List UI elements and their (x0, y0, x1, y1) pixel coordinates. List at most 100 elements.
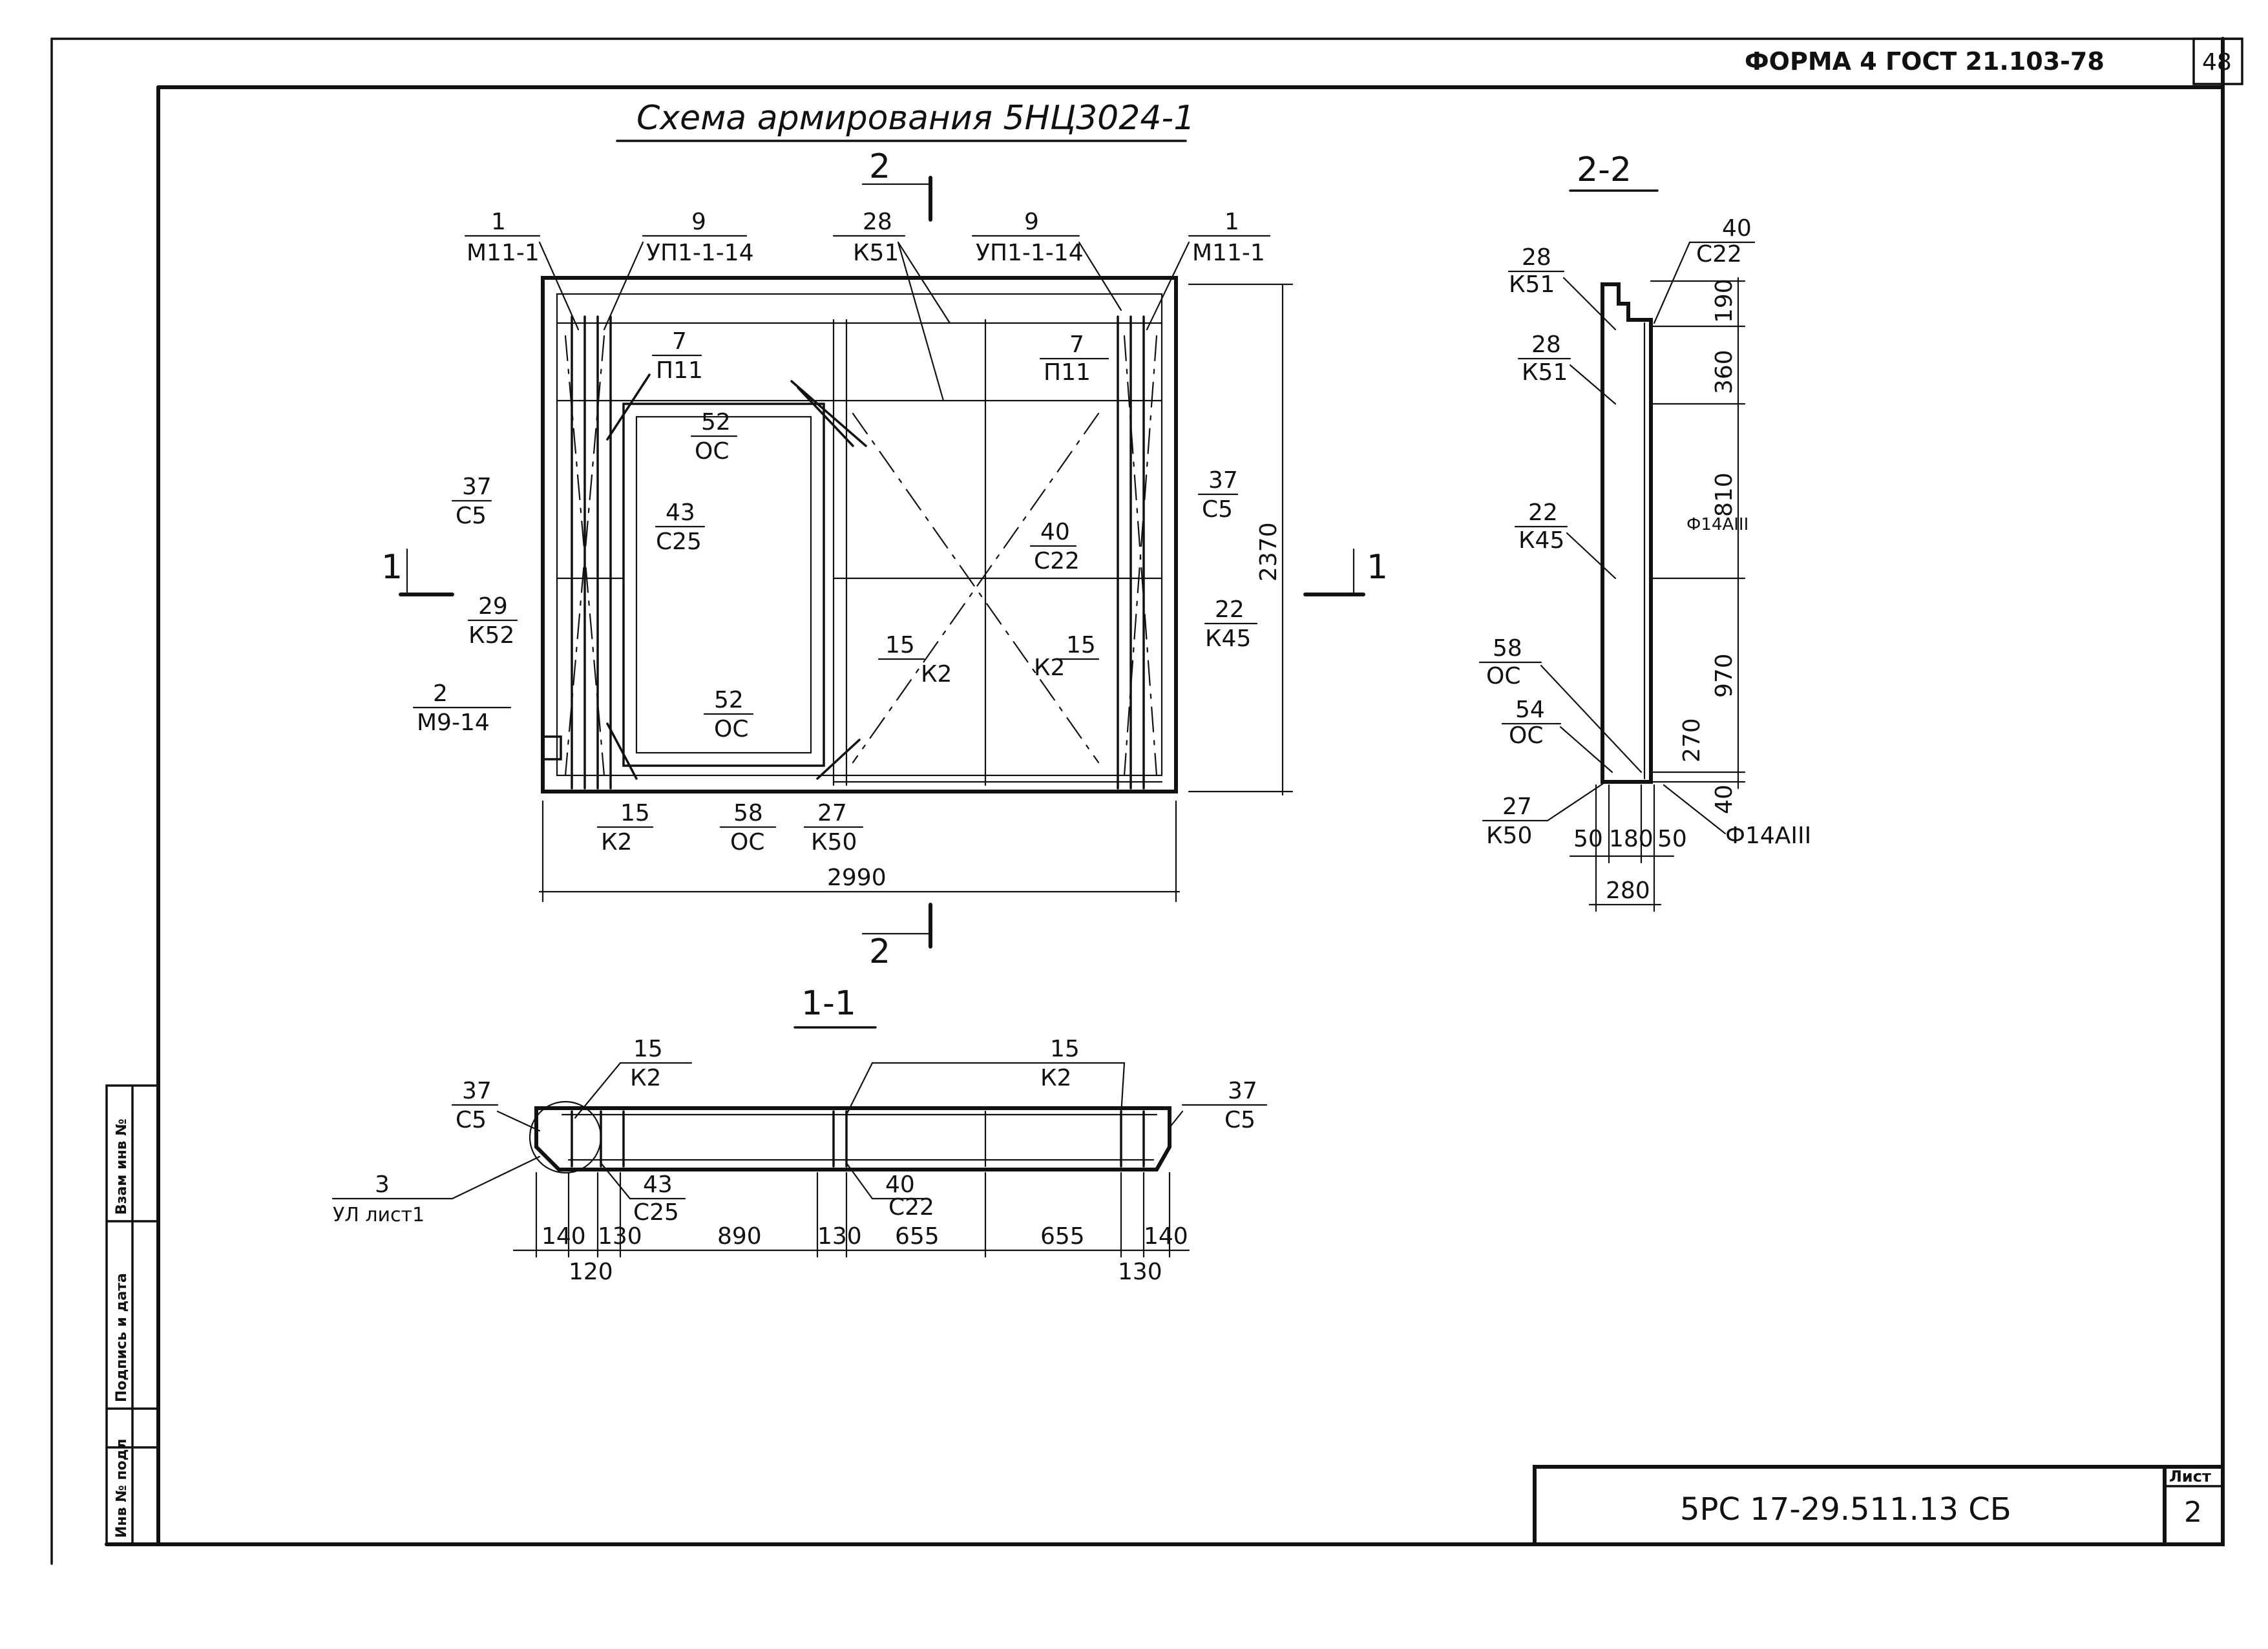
callout: 1 М11-1 (464, 209, 580, 331)
callout-code: УП1-1-14 (646, 240, 754, 266)
callout-num: 9 (691, 209, 706, 235)
callout-num: 7 (1069, 331, 1084, 358)
callout-code: К2 (1040, 1065, 1071, 1091)
callout-code: ОС (730, 829, 764, 856)
callout-code: К51 (1522, 359, 1568, 386)
drawing-code: 5РС 17-29.511.13 СБ (1680, 1491, 2011, 1528)
callout-code: С22 (1034, 548, 1080, 574)
section-mark-2-bottom: 2 (869, 932, 890, 971)
callout-num: 2 (433, 680, 448, 707)
section-1-1-title: 1-1 (801, 984, 856, 1023)
callout-num: 7 (672, 328, 687, 355)
callout: 22 К45 (1514, 499, 1617, 580)
callout-num: 52 (701, 409, 731, 436)
form-stamp: ФОРМА 4 ГОСТ 21.103-78 (1745, 47, 2105, 76)
dim-2-2: 190 (1711, 278, 1738, 323)
callout: 28 К51 (1517, 331, 1617, 405)
callout-num: 40 (885, 1171, 915, 1198)
callout-num: 54 (1515, 697, 1545, 723)
callout: 43 С25 (600, 1162, 686, 1226)
callout-num: 28 (863, 209, 892, 235)
dim-2-2-total: 280 (1606, 877, 1650, 904)
callout: 15 К2 (574, 1036, 693, 1119)
sheet-label: Лист (2169, 1467, 2211, 1486)
callout: 15 К2 (596, 800, 654, 856)
callout-num: 1 (491, 209, 506, 235)
callout-code: С25 (656, 529, 702, 555)
dim-1-1: 130 (817, 1223, 862, 1250)
callout-num: 1 (1224, 209, 1239, 235)
callout: 3 УЛ лист1 (331, 1155, 541, 1226)
callout-num: 15 (885, 632, 915, 658)
callout: 37 С5 (1197, 467, 1239, 523)
callout: 28 К51 (832, 209, 951, 402)
callout-num: 9 (1024, 209, 1039, 235)
callout-num: 15 (1050, 1036, 1080, 1062)
callout: 52 ОС (690, 409, 738, 465)
callout-num: 43 (643, 1171, 673, 1198)
callout-code: УП1-1-14 (976, 240, 1084, 266)
callout: 40 С22 (845, 1162, 934, 1221)
callout-num: 27 (817, 800, 847, 826)
callout-code: К2 (630, 1065, 661, 1091)
callout-code: ОС (1486, 663, 1520, 689)
callout-num: 15 (620, 800, 650, 826)
section-1-1: 1-1 140 130 890 130 655 655 140 120 130 (331, 984, 1268, 1285)
callout: 43 С25 (655, 499, 706, 555)
callout-code: М11-1 (1192, 240, 1265, 266)
dim-1-1: 655 (1040, 1223, 1085, 1250)
callout: 22 К45 (1204, 596, 1258, 652)
callout-num: 15 (633, 1036, 663, 1062)
callout: 15 К2 (877, 632, 952, 688)
callout-num: 15 (1066, 632, 1096, 658)
drawing-title: Схема армирования 5НЦ3024-1 (636, 99, 1195, 138)
dim-2-2: 270 (1679, 718, 1705, 762)
callout: 37 С5 (451, 474, 492, 529)
callout-code: П11 (656, 357, 703, 384)
dim-1-1-sub: 130 (1118, 1259, 1162, 1285)
callout: 7 П11 (1039, 331, 1109, 386)
callout: 27 К50 (803, 800, 864, 856)
callout-code: К2 (1034, 655, 1065, 681)
callout: 28 К51 (1507, 244, 1617, 331)
callout-code: УЛ лист1 (333, 1204, 425, 1226)
callout: 1 М11-1 (1146, 209, 1271, 331)
callout-code: М9-14 (417, 709, 490, 736)
callout: 58 ОС (1478, 635, 1643, 773)
callout: 15 К2 (845, 1036, 1126, 1116)
callout-num: 28 (1531, 331, 1561, 358)
callout-num: 22 (1528, 499, 1558, 526)
section-2-2-title: 2-2 (1577, 151, 1632, 189)
dim-1-1: 140 (1144, 1223, 1188, 1250)
strip-signature-date: Подпись и дата (114, 1273, 130, 1402)
dim-2-2: 970 (1711, 653, 1738, 698)
callout-num: 40 (1722, 215, 1752, 242)
callout-num: 52 (714, 687, 744, 713)
rebar-note: Ф14АIII (1725, 823, 1811, 849)
dim-2-2-bottom: 50 (1573, 826, 1603, 852)
callout: 27 К50 (1482, 781, 1607, 849)
dim-1-1-sub: 120 (569, 1259, 613, 1285)
callout-code: К50 (1486, 823, 1532, 849)
callout-num: 27 (1502, 793, 1532, 820)
dim-1-1: 130 (598, 1223, 642, 1250)
callout-code: С5 (456, 503, 487, 529)
callout-code: К2 (921, 661, 952, 688)
callout-num: 37 (462, 1078, 492, 1104)
callout: 52 ОС (703, 687, 754, 742)
callout: 37 С5 (1168, 1078, 1268, 1133)
callout-num: 22 (1215, 596, 1244, 623)
callout-code: С22 (888, 1194, 934, 1221)
callout: 54 ОС (1501, 697, 1613, 773)
section-mark-2-top: 2 (869, 147, 890, 186)
callout-code: С25 (633, 1199, 679, 1226)
callout-code: П11 (1044, 359, 1091, 386)
callout-code: К45 (1205, 625, 1251, 652)
callout-num: 40 (1040, 519, 1070, 545)
callout-code: ОС (1509, 722, 1543, 749)
callout: 9 УП1-1-14 (603, 209, 754, 331)
sheet-number: 2 (2184, 1496, 2202, 1529)
callout-num: 37 (462, 474, 492, 500)
callout-code: К45 (1518, 527, 1564, 554)
